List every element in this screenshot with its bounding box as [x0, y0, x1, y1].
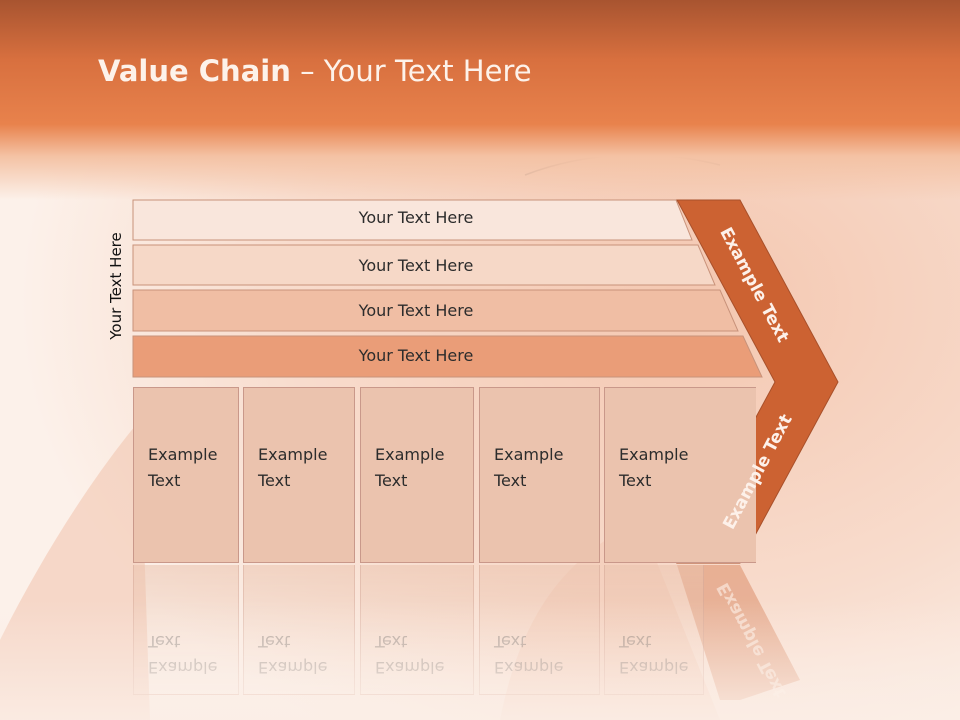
- primary-activity-box-1[interactable]: Example Text: [133, 387, 239, 563]
- title-bold: Value Chain: [98, 54, 291, 88]
- support-bar-label-4: Your Text Here: [358, 346, 474, 365]
- primary-activity-label-5: Example Text: [619, 445, 689, 490]
- primary-activity-box-4[interactable]: Example Text: [479, 387, 600, 563]
- primary-activity-label-2: Example Text: [258, 445, 328, 490]
- support-bar-label-3: Your Text Here: [358, 301, 474, 320]
- title-band: [0, 0, 960, 200]
- primary-activity-box-3[interactable]: Example Text: [360, 387, 474, 563]
- support-bar-1[interactable]: [132, 199, 693, 241]
- primary-activity-box-2[interactable]: Example Text: [243, 387, 355, 563]
- primary-activity-label-3: Example Text: [375, 445, 445, 490]
- primary-activity-label-4: Example Text: [494, 445, 564, 490]
- margin-chevron[interactable]: [676, 199, 839, 564]
- title-rest: – Your Text Here: [290, 54, 532, 88]
- support-bar-label-2: Your Text Here: [358, 256, 474, 275]
- slide-title: Value Chain – Your Text Here: [98, 54, 532, 88]
- support-bar-4[interactable]: [132, 335, 763, 378]
- side-label: Your Text Here: [107, 232, 125, 340]
- support-bar-label-1: Your Text Here: [358, 208, 474, 227]
- bottom-fade: [0, 600, 960, 720]
- support-bar-3[interactable]: [132, 289, 739, 332]
- primary-activity-box-5[interactable]: Example Text: [604, 387, 756, 563]
- primary-activity-label-1: Example Text: [148, 445, 218, 490]
- support-bar-2[interactable]: [132, 244, 716, 286]
